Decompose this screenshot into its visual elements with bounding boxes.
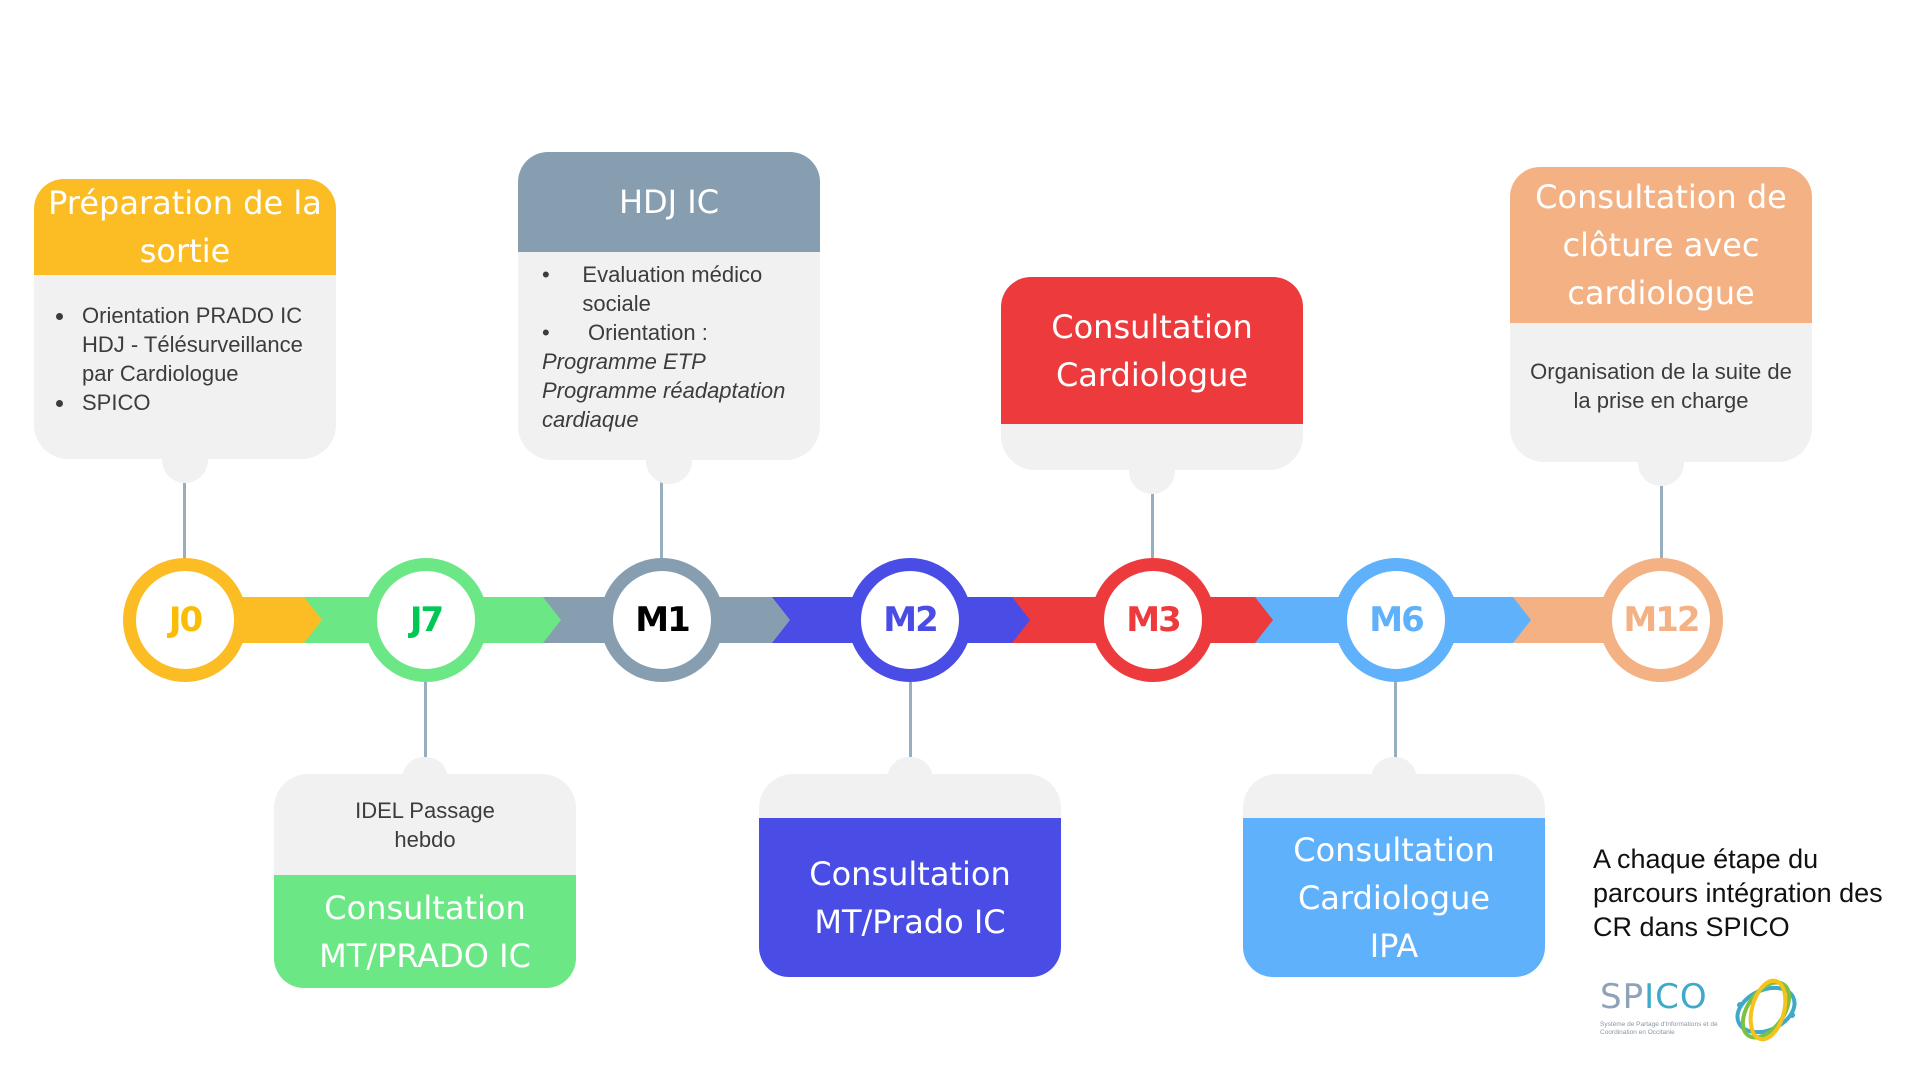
card-j7: IDEL Passage hebdo Consultation MT/PRADO… [274, 757, 576, 988]
card-j0: Préparation de la sortie Orientation PRA… [34, 179, 336, 483]
milestone-label: M6 [1369, 600, 1424, 640]
connector-j7 [424, 682, 427, 758]
card-m2-title: Consultation MT/Prado IC [759, 818, 1061, 977]
card-m2-spacer [759, 774, 1061, 818]
timeline-arrow-m3 [1255, 597, 1273, 643]
spico-logo-prefix: SP [1600, 977, 1645, 1017]
card-m3-title: Consultation Cardiologue [1001, 277, 1303, 424]
connector-j0 [183, 482, 186, 560]
card-m6-spacer [1243, 774, 1545, 818]
card-m6-title: Consultation Cardiologue IPA [1243, 818, 1545, 977]
card-m3-pointer [1129, 464, 1175, 494]
card-m1-bullet-text: Evaluation médico sociale [582, 262, 763, 316]
timeline-arrow-j7 [543, 597, 561, 643]
spico-logo-subtitle: Système de Partage d'Informations et de … [1600, 1021, 1718, 1036]
card-j7-pointer [402, 757, 448, 779]
card-j7-title: Consultation MT/PRADO IC [274, 875, 576, 988]
card-m12-pointer [1638, 456, 1684, 486]
bullet-icon: • [542, 320, 550, 345]
card-m12-text: Organisation de la suite de la prise en … [1530, 359, 1792, 413]
card-m1-title: HDJ IC [518, 152, 820, 252]
timeline-arrow-m2 [1012, 597, 1030, 643]
timeline-arrow-j0 [304, 597, 322, 643]
card-m12-title: Consultation de clôture avec cardiologue [1510, 167, 1812, 323]
card-m2: Consultation MT/Prado IC [759, 757, 1061, 977]
milestone-j7: J7 [364, 558, 488, 682]
timeline-arrow-m1 [772, 597, 790, 643]
card-m1-body: • Evaluation médico sociale • Orientation … [518, 252, 820, 434]
card-j0-body: Orientation PRADO IC HDJ - Télésurveilla… [34, 275, 336, 417]
bullet-icon: • [542, 262, 550, 287]
card-m12: Consultation de clôture avec cardiologue… [1510, 167, 1812, 486]
card-j0-bullet: Orientation PRADO IC HDJ - Télésurveilla… [76, 301, 322, 388]
connector-m2 [909, 682, 912, 758]
spico-rings-icon [1735, 978, 1797, 1042]
card-m1: HDJ IC • Evaluation médico sociale • Orien… [518, 152, 820, 484]
spico-logo-wordmark: SPICO [1600, 977, 1708, 1017]
timeline-arrow-m6 [1513, 597, 1531, 643]
card-m3: Consultation Cardiologue [1001, 277, 1303, 494]
connector-m3 [1151, 488, 1154, 560]
spico-logo: SPICO Système de Partage d'Informations … [1598, 975, 1818, 1045]
card-m1-italic-line: Programme ETP [542, 349, 706, 374]
card-m6: Consultation Cardiologue IPA [1243, 757, 1545, 977]
spico-note: A chaque étape du parcours intégration d… [1593, 844, 1883, 942]
milestone-label: M12 [1623, 600, 1700, 640]
card-j0-title: Préparation de la sortie [34, 179, 336, 275]
card-m1-bullet-text: Orientation : [588, 320, 708, 345]
card-j0-bullet: SPICO [76, 388, 322, 417]
card-j0-pointer [162, 453, 208, 483]
milestone-label: M2 [883, 600, 938, 640]
card-m1-pointer [646, 454, 692, 484]
milestone-m12: M12 [1599, 558, 1723, 682]
milestone-m3: M3 [1091, 558, 1215, 682]
card-j7-text: IDEL Passage hebdo [355, 797, 495, 852]
milestone-j0: J0 [123, 558, 247, 682]
milestone-label: M1 [635, 600, 690, 640]
card-m6-pointer [1371, 757, 1417, 779]
milestone-label: M3 [1126, 600, 1181, 640]
card-m12-body: Organisation de la suite de la prise en … [1510, 323, 1812, 415]
card-m1-bullet: • Orientation : [542, 318, 806, 347]
connector-m6 [1394, 682, 1397, 758]
spico-logo-accent: ICO [1644, 977, 1708, 1017]
connector-m12 [1660, 485, 1663, 560]
milestone-m2: M2 [848, 558, 972, 682]
milestone-m1: M1 [600, 558, 724, 682]
card-m2-pointer [887, 757, 933, 779]
card-m1-italic-line: Programme réadaptation cardiaque [542, 378, 786, 432]
connector-m1 [660, 482, 663, 560]
milestone-m6: M6 [1334, 558, 1458, 682]
milestone-label: J0 [168, 600, 203, 640]
card-m1-bullet: • Evaluation médico sociale [542, 260, 806, 318]
card-j7-body: IDEL Passage hebdo [274, 774, 576, 875]
milestone-label: J7 [409, 600, 444, 640]
